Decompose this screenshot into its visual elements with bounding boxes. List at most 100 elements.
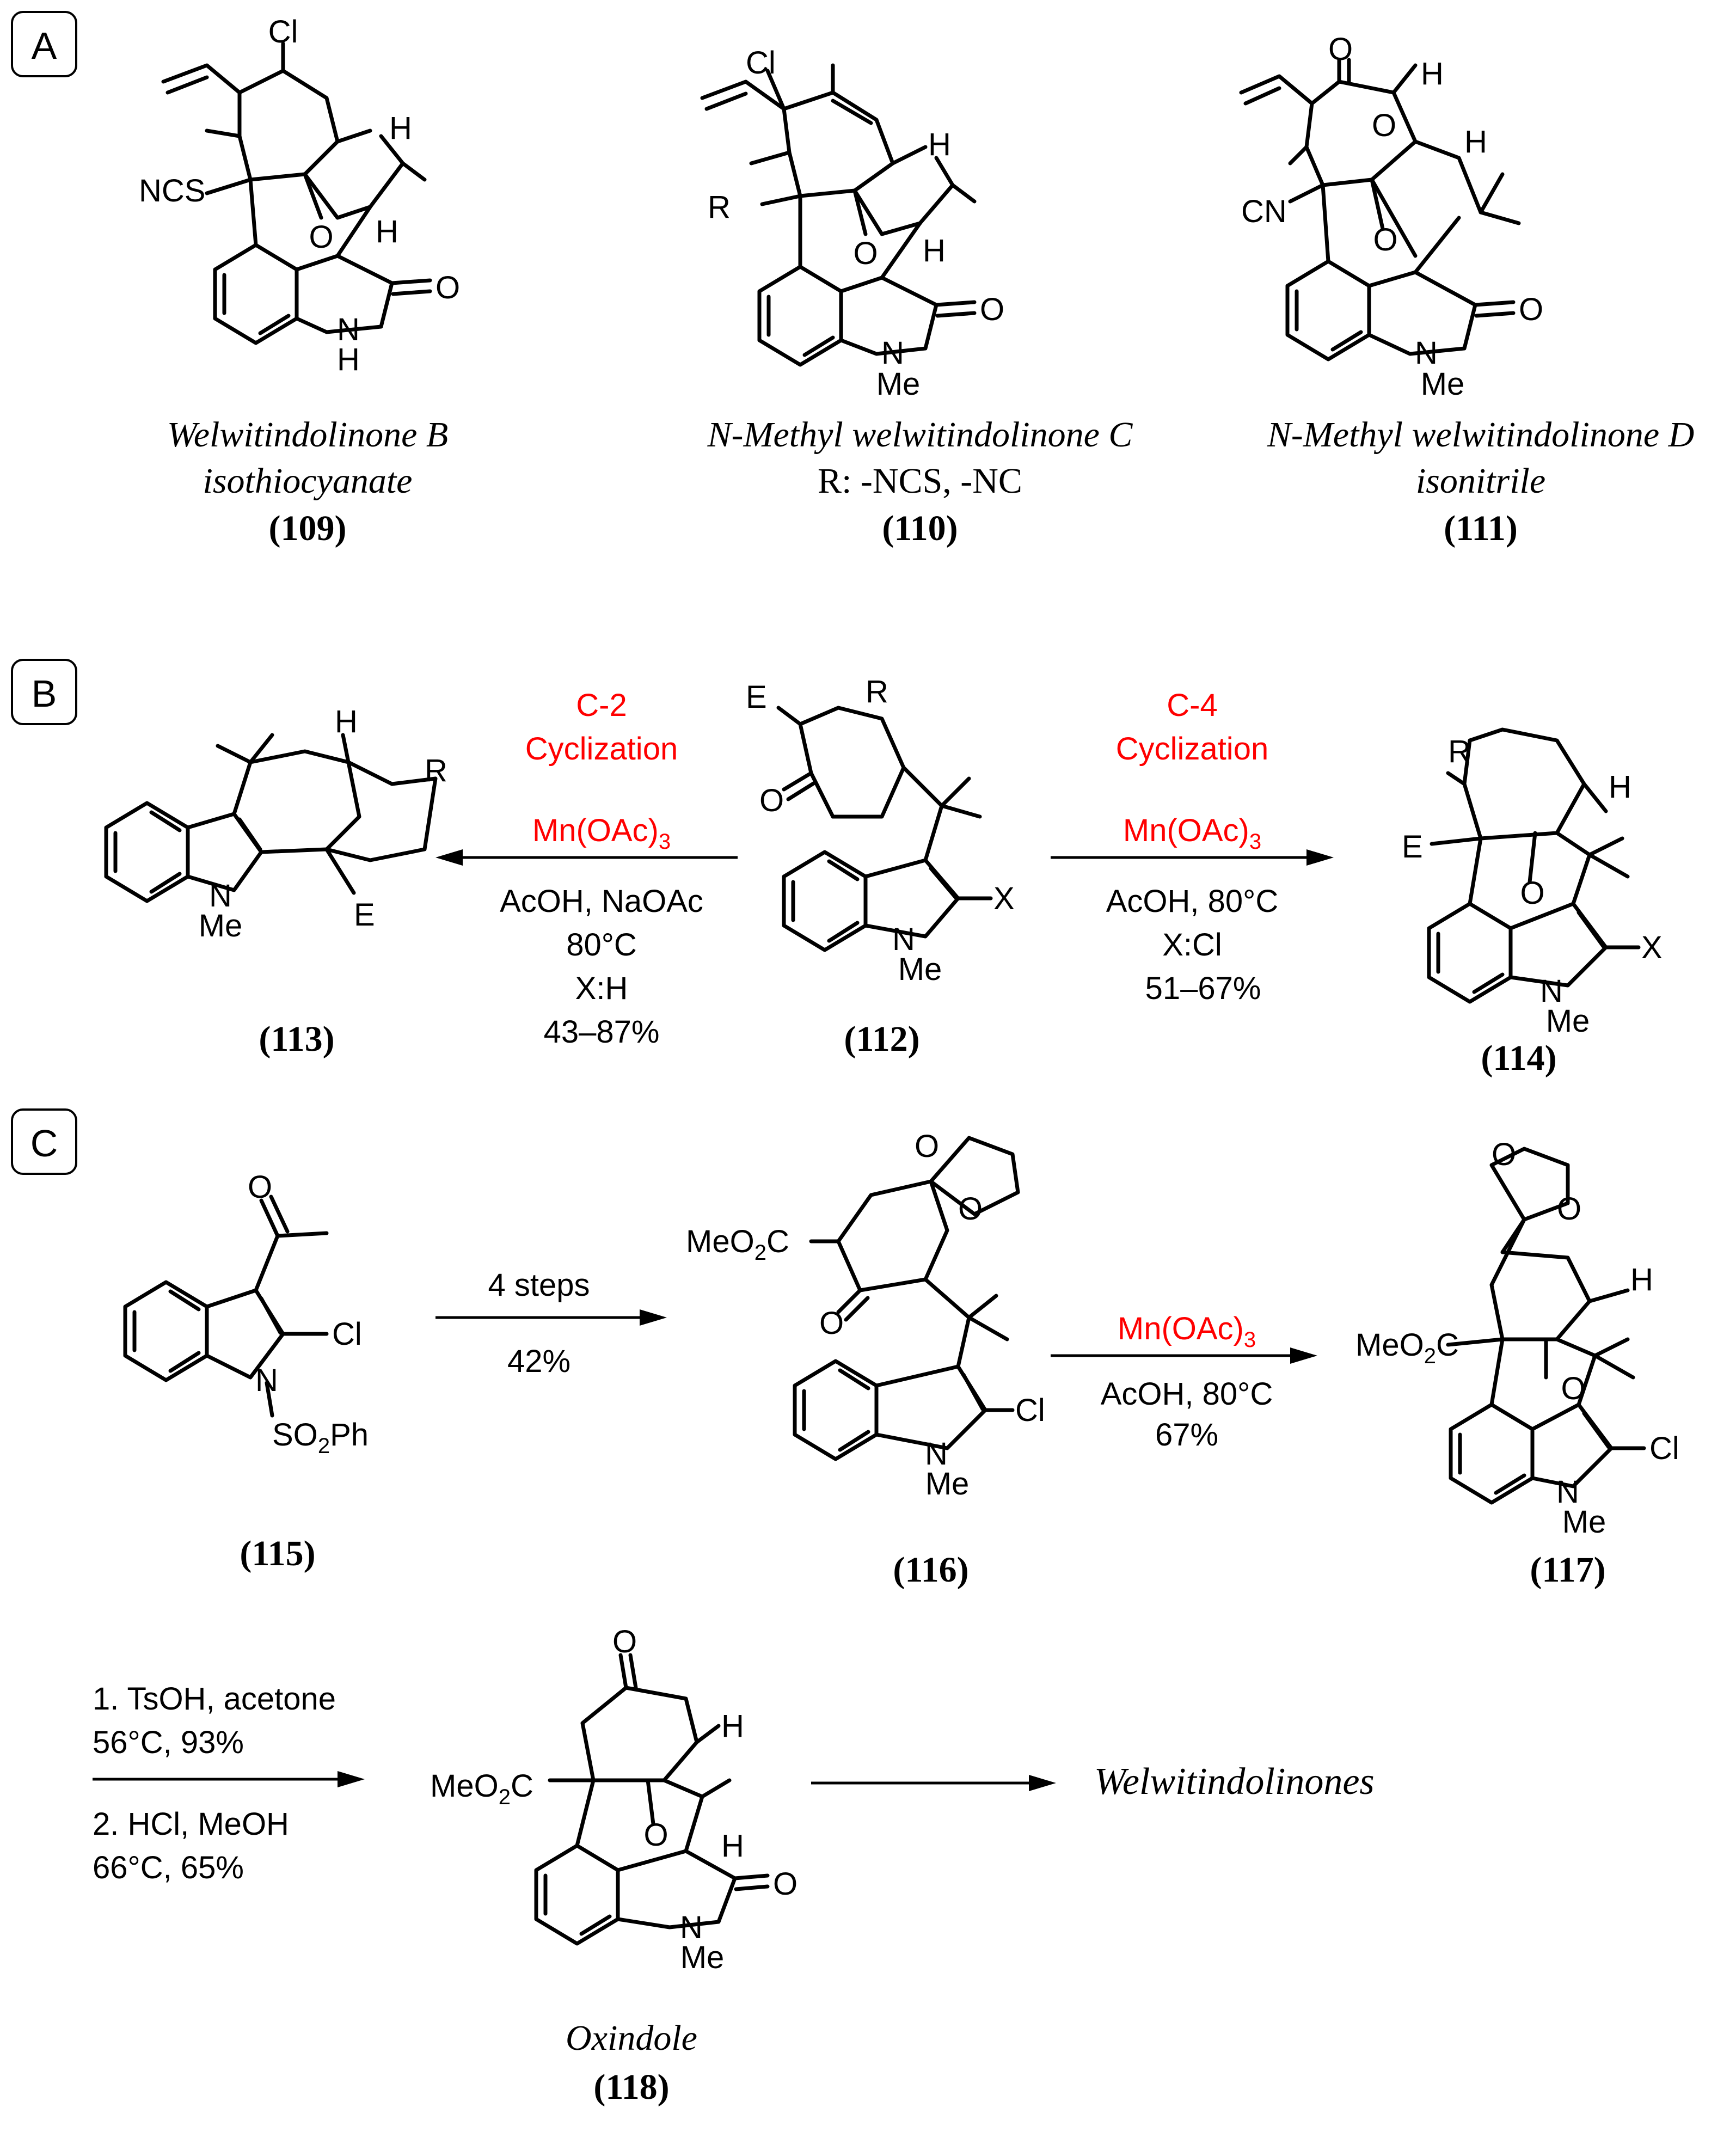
atom-h-117: H xyxy=(1630,1262,1653,1297)
b-left-cond4: 43–87% xyxy=(544,1014,660,1050)
structure-115: O Cl N SO2Ph xyxy=(123,1169,369,1458)
arrow-c-step1 xyxy=(435,1309,667,1326)
number-110: (110) xyxy=(882,509,958,548)
structure-110: Cl H R O H O N Me xyxy=(700,45,1004,402)
name-111-line1: N-Methyl welwitindolinone D xyxy=(1267,415,1695,455)
svg-text:(116): (116) xyxy=(893,1550,968,1590)
atom-me-111: Me xyxy=(1421,366,1465,402)
atom-me-113: Me xyxy=(199,908,243,944)
number-109: (109) xyxy=(269,509,347,548)
structure-109: Cl H NCS O H O N H xyxy=(139,14,460,377)
atom-ncs-109: NCS xyxy=(139,173,205,209)
structure-113: H R N Me E xyxy=(104,704,447,944)
atom-o-116b: O xyxy=(958,1191,983,1227)
atom-me-112: Me xyxy=(898,952,942,987)
atom-h-118a: H xyxy=(721,1708,744,1744)
b-right-title1: C-4 xyxy=(1167,688,1217,723)
name-118: Oxindole xyxy=(566,2018,697,2058)
arrow-c-step2 xyxy=(1051,1347,1317,1364)
number-117: (117) xyxy=(1530,1550,1605,1590)
atom-cl-116: Cl xyxy=(1015,1393,1045,1428)
atom-h-109a: H xyxy=(389,111,412,146)
c-step2-cond2: 67% xyxy=(1155,1417,1218,1453)
atom-h-113: H xyxy=(335,704,358,739)
atom-o-111d: O xyxy=(1519,292,1543,327)
atom-n-111: N xyxy=(1415,335,1438,371)
atom-nh-109: H xyxy=(337,342,360,377)
structure-118: O H MeO2C O H O N Me xyxy=(430,1624,798,1975)
b-left-cond1: AcOH, NaOAc xyxy=(500,884,703,919)
atom-me-117: Me xyxy=(1562,1504,1606,1540)
atom-n-112: N xyxy=(892,922,915,957)
atom-n-116: N xyxy=(925,1436,948,1472)
atom-o-112: O xyxy=(759,783,784,818)
c-step1-below: 42% xyxy=(507,1344,571,1379)
atom-e-113: E xyxy=(354,897,375,933)
atom-o-117c: O xyxy=(1561,1371,1585,1406)
arrow-c-final xyxy=(811,1775,1056,1791)
b-right-cond3: 51–67% xyxy=(1145,971,1261,1006)
atom-o-116a: O xyxy=(915,1129,939,1164)
atom-o-109a: O xyxy=(309,219,333,255)
panel-label-a: A xyxy=(11,11,77,77)
b-left-title2: Cyclization xyxy=(525,731,678,767)
structure-111: O H O H CN O O N Me xyxy=(1239,32,1543,402)
name-110-line1: N-Methyl welwitindolinone C xyxy=(707,415,1133,455)
number-114: (114) xyxy=(1481,1038,1556,1078)
arrow-b-left xyxy=(435,849,738,866)
b-right-cond2: X:Cl xyxy=(1162,927,1222,963)
atom-me-114: Me xyxy=(1546,1003,1590,1039)
atom-me-118: Me xyxy=(680,1940,725,1975)
c-step1-above: 4 steps xyxy=(488,1267,590,1303)
atom-n-114: N xyxy=(1540,973,1563,1009)
panel-label-c: C xyxy=(11,1108,77,1175)
b-left-title1: C-2 xyxy=(576,688,627,723)
c-step2-cond1: AcOH, 80°C xyxy=(1101,1376,1273,1412)
number-118: (118) xyxy=(593,2067,669,2107)
structure-117: O O H MeO2C O Cl N Me xyxy=(1355,1137,1679,1540)
svg-text:(110): (110) xyxy=(882,509,958,548)
svg-text:(112): (112) xyxy=(844,1019,919,1059)
svg-text:(109): (109) xyxy=(269,509,347,548)
atom-meo2c-116: MeO2C xyxy=(686,1224,789,1265)
panel-label-b-text: B xyxy=(32,672,57,715)
atom-cl-109: Cl xyxy=(268,14,298,50)
atom-n-117: N xyxy=(1556,1474,1579,1510)
svg-text:(118): (118) xyxy=(593,2067,669,2107)
svg-text:(115): (115) xyxy=(240,1534,315,1573)
number-111: (111) xyxy=(1444,509,1518,548)
atom-cl-117: Cl xyxy=(1649,1431,1679,1466)
atom-o-117a: O xyxy=(1492,1137,1516,1172)
atom-o-118a: O xyxy=(612,1624,637,1659)
atom-n-115: N xyxy=(255,1363,278,1398)
atom-o-111a: O xyxy=(1328,32,1353,67)
b-left-cond3: X:H xyxy=(575,971,628,1006)
b-left-reagent: Mn(OAc)3 xyxy=(532,813,671,854)
atom-r-114: R xyxy=(1448,734,1471,769)
atom-h-111b: H xyxy=(1464,124,1487,160)
c-step3-line2: 56°C, 93% xyxy=(93,1725,244,1760)
atom-cl-110: Cl xyxy=(746,45,776,81)
atom-n-109: N xyxy=(337,312,360,347)
atom-x-112: X xyxy=(993,881,1015,916)
atom-n-113: N xyxy=(209,878,232,914)
atom-h-109b: H xyxy=(376,214,398,249)
svg-text:(114): (114) xyxy=(1481,1038,1556,1078)
atom-me-110: Me xyxy=(876,366,921,402)
svg-text:(113): (113) xyxy=(259,1019,334,1059)
atom-cl-115: Cl xyxy=(332,1316,362,1352)
atom-meo2c-118: MeO2C xyxy=(430,1768,533,1809)
b-right-title2: Cyclization xyxy=(1116,731,1268,767)
c-step3-line3: 2. HCl, MeOH xyxy=(93,1806,289,1842)
c-step3-line4: 66°C, 65% xyxy=(93,1850,244,1885)
number-115: (115) xyxy=(240,1534,315,1573)
atom-o-111b: O xyxy=(1372,108,1396,143)
atom-h-110b: H xyxy=(923,233,946,268)
atom-o-118c: O xyxy=(773,1866,798,1902)
c-step2-reagent: Mn(OAc)3 xyxy=(1118,1311,1256,1352)
atom-h-118b: H xyxy=(721,1828,744,1864)
atom-o-110b: O xyxy=(980,292,1004,327)
panel-label-a-text: A xyxy=(32,24,57,67)
atom-o-115: O xyxy=(248,1169,272,1205)
